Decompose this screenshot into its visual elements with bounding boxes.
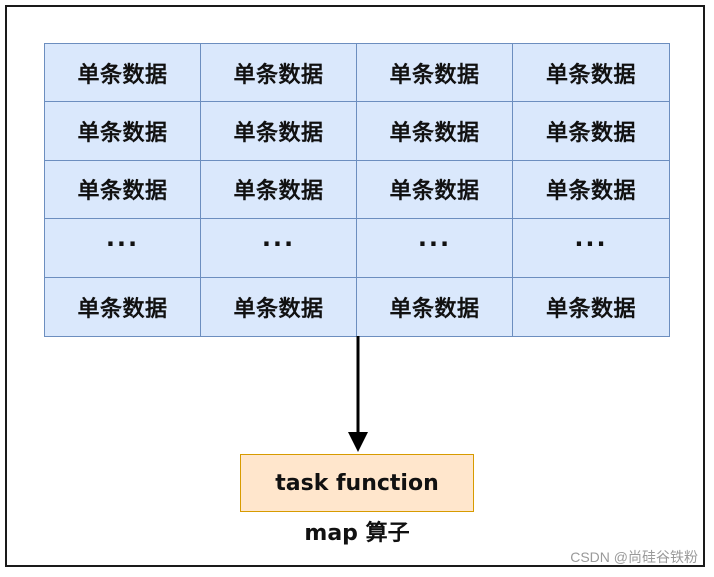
grid-cell: 单条数据 — [513, 160, 669, 220]
grid-cell: 单条数据 — [513, 277, 669, 336]
grid-cell: 单条数据 — [357, 160, 513, 220]
grid-cell: 单条数据 — [513, 44, 669, 103]
watermark: CSDN @尚硅谷铁粉 — [570, 549, 698, 565]
grid-cell: 单条数据 — [357, 277, 513, 336]
grid-cell: 单条数据 — [45, 44, 201, 103]
grid-cell: 单条数据 — [201, 102, 357, 161]
task-function-label: task function — [275, 470, 439, 496]
arrow-head — [348, 432, 368, 452]
grid-cell: 单条数据 — [513, 102, 669, 161]
down-arrow — [348, 336, 368, 452]
task-function-box: task function — [240, 454, 474, 512]
grid-cell: ··· — [45, 219, 201, 278]
grid-cell: 单条数据 — [201, 277, 357, 336]
grid-cell: ··· — [513, 219, 669, 278]
grid-cell: 单条数据 — [201, 160, 357, 220]
grid-cell: 单条数据 — [45, 160, 201, 220]
grid-cell: 单条数据 — [45, 277, 201, 336]
grid-cell: 单条数据 — [357, 44, 513, 103]
grid-cell: 单条数据 — [45, 102, 201, 161]
grid-cell: 单条数据 — [201, 44, 357, 103]
grid-cell: 单条数据 — [357, 102, 513, 161]
map-operator-caption: map 算子 — [304, 521, 410, 546]
grid-cell: ··· — [357, 219, 513, 278]
grid-cell: ··· — [201, 219, 357, 278]
data-grid: 单条数据单条数据单条数据单条数据单条数据单条数据单条数据单条数据单条数据单条数据… — [44, 43, 670, 337]
